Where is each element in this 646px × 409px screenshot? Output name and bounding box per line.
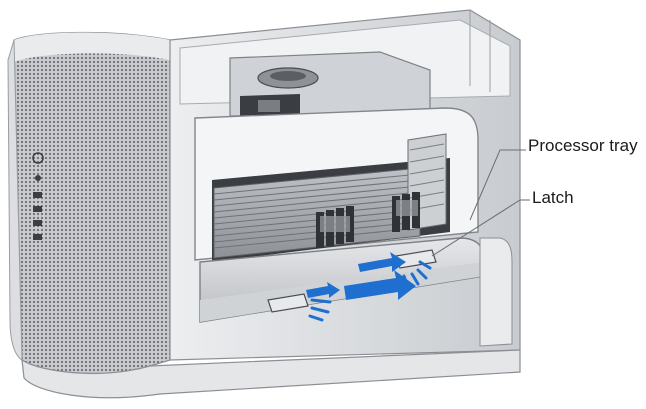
- leader-processor-tray: [469, 149, 526, 221]
- firewire-port-icon: [33, 220, 42, 226]
- case-base: [21, 237, 521, 399]
- power-button-icon: [32, 152, 44, 164]
- callout-latch: Latch: [532, 188, 574, 207]
- arrow-right-icon: [306, 282, 340, 298]
- front-ports: [32, 152, 44, 240]
- memory-modules: [316, 192, 420, 248]
- firewire-port-icon: [33, 234, 42, 240]
- graphics-card-area: [229, 51, 431, 120]
- motion-lines-icon: [308, 298, 332, 322]
- usb-port-icon: [33, 206, 42, 212]
- callout-leaders: [431, 149, 530, 257]
- arrow-right-icon: [358, 252, 406, 272]
- tray-latches: [267, 249, 437, 313]
- leader-latch: [431, 199, 530, 257]
- latch-left: [267, 293, 309, 313]
- usb-port-icon: [33, 192, 42, 198]
- headphone-jack-icon: [35, 175, 41, 181]
- front-panel: [7, 31, 171, 374]
- callout-processor-tray: Processor tray: [528, 136, 638, 155]
- arrow-right-icon: [344, 270, 416, 300]
- push-arrows: [306, 252, 432, 322]
